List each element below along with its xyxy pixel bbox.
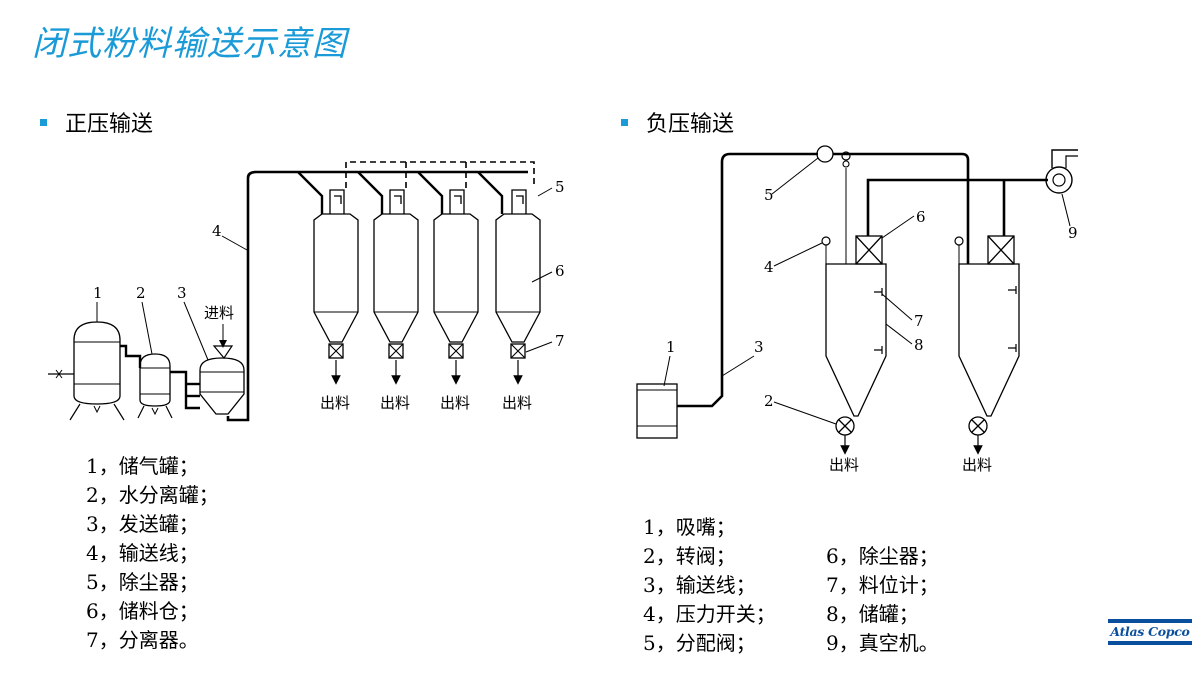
legend-item: 4，压力开关； <box>643 602 776 626</box>
left-leader-lines <box>96 187 553 361</box>
atlas-copco-logo: Atlas Copco <box>1108 618 1192 658</box>
silo-4: 出料 <box>495 189 541 412</box>
legend-item: 8，储罐； <box>826 602 919 626</box>
legend-negative-pressure-col1: 1，吸嘴； 2，转阀； 3，输送线； 4，压力开关； 5，分配阀； <box>643 513 776 658</box>
callout-1: 1 <box>666 338 676 356</box>
suction-nozzle <box>636 383 678 439</box>
callout-5: 5 <box>555 178 565 196</box>
legend-item: 6，除尘器； <box>826 544 939 568</box>
legend-item: 7，料位计； <box>826 573 939 597</box>
feed-label: 进料 <box>204 304 234 322</box>
vacuum-pump <box>1045 149 1078 194</box>
storage-silos: 出料 出料 出料 出料 <box>313 189 541 412</box>
heading-label: 负压输送 <box>646 112 735 137</box>
outlet-label: 出料 <box>502 394 532 412</box>
callout-3: 3 <box>754 338 764 356</box>
silo-1: 出料 <box>313 189 359 412</box>
callout-4: 4 <box>764 258 774 276</box>
heading-label: 正压输送 <box>65 112 154 137</box>
bullet-square-icon <box>621 118 628 126</box>
negative-pressure-diagram <box>636 145 1078 455</box>
sending-tank <box>199 324 245 415</box>
heading-negative-pressure: 负压输送 <box>621 106 734 138</box>
pressure-switch <box>821 236 831 246</box>
legend-item: 2，水分离罐； <box>86 483 219 507</box>
right-leader-lines <box>663 157 1071 425</box>
right-callouts: 1 2 3 4 5 6 7 8 9 出料 出料 <box>666 186 1078 474</box>
air-storage-tank <box>69 321 125 421</box>
outlet-label: 出料 <box>320 394 350 412</box>
outlet-label: 出料 <box>440 394 470 412</box>
storage-tank <box>825 263 1020 417</box>
legend-item: 3，输送线； <box>643 573 756 597</box>
distribution-valve <box>816 145 834 163</box>
rotary-valve <box>835 416 988 436</box>
silo-2: 出料 <box>373 189 419 412</box>
water-separator-tank <box>137 353 173 419</box>
legend-item: 7，分离器。 <box>86 628 199 652</box>
legend-negative-pressure-col2: 6，除尘器； 7，料位计； 8，储罐； 9，真空机。 <box>826 542 939 658</box>
callout-2: 2 <box>136 284 146 302</box>
callout-3: 3 <box>177 284 187 302</box>
outlet-label: 出料 <box>962 456 992 474</box>
heading-positive-pressure: 正压输送 <box>40 106 153 138</box>
positive-pressure-diagram <box>48 161 535 422</box>
legend-item: 9，真空机。 <box>826 631 939 655</box>
outlet-label: 出料 <box>829 456 859 474</box>
callout-7: 7 <box>555 332 565 350</box>
callout-8: 8 <box>914 336 924 354</box>
logo-text: Atlas Copco <box>1110 624 1190 639</box>
callout-2: 2 <box>764 392 774 410</box>
legend-item: 3，发送罐； <box>86 512 199 536</box>
callout-9: 9 <box>1068 224 1078 242</box>
slide-title: 闭式粉料输送示意图 <box>32 24 347 64</box>
legend-item: 5，除尘器； <box>86 570 199 594</box>
callout-7: 7 <box>914 312 924 330</box>
dust-collector <box>855 235 1015 265</box>
legend-item: 4，输送线； <box>86 541 199 565</box>
legend-positive-pressure: 1，储气罐； 2，水分离罐； 3，发送罐； 4，输送线； 5，除尘器； 6，储料… <box>86 452 219 655</box>
legend-item: 1，储气罐； <box>86 454 199 478</box>
legend-item: 1，吸嘴； <box>643 515 736 539</box>
callout-5: 5 <box>764 186 774 204</box>
silo-3: 出料 <box>433 189 479 412</box>
legend-item: 2，转阀； <box>643 544 736 568</box>
legend-item: 6，储料仓； <box>86 599 199 623</box>
bullet-square-icon <box>40 118 47 126</box>
level-gauge <box>874 286 1017 354</box>
legend-item: 5，分配阀； <box>643 631 756 655</box>
callout-6: 6 <box>916 208 926 226</box>
callout-6: 6 <box>555 262 565 280</box>
callout-4: 4 <box>212 222 222 240</box>
outlet-label: 出料 <box>380 394 410 412</box>
callout-1: 1 <box>93 284 103 302</box>
left-callouts: 1 2 3 4 5 6 7 进料 <box>93 178 565 350</box>
